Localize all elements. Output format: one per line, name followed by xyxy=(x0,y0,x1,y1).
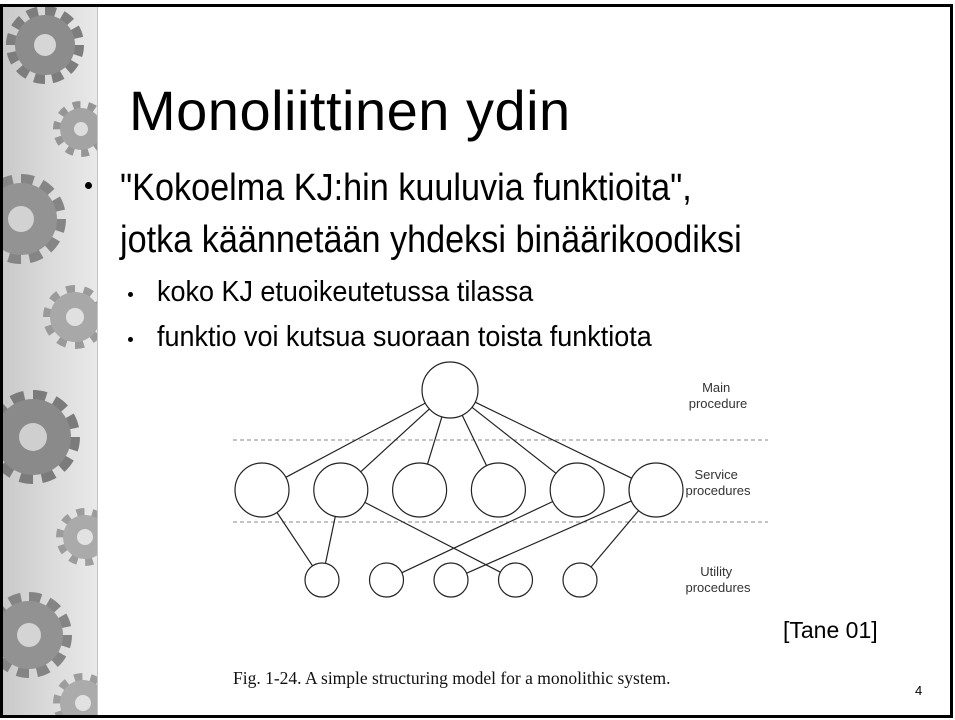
gear-decoration xyxy=(3,7,98,715)
main-to-service-edge xyxy=(360,408,430,473)
service-procedure-node xyxy=(392,462,448,518)
gear-icon xyxy=(53,101,97,157)
utility-procedure-node xyxy=(497,562,534,598)
page-number: 4 xyxy=(915,683,923,698)
gear-icon xyxy=(43,285,97,349)
sub-bullet-icon xyxy=(128,337,133,342)
gear-icon xyxy=(3,592,72,678)
sub-bullet-text: koko KJ etuoikeutetussa tilassa xyxy=(157,276,534,308)
level-label-service: Service procedures xyxy=(685,467,751,498)
utility-procedure-node xyxy=(304,562,340,598)
main-to-service-edge xyxy=(461,414,488,466)
sub-bullet-text: funktio voi kutsua suoraan toista funkti… xyxy=(157,321,652,353)
gear-icon xyxy=(53,673,97,715)
level-label-line: Main xyxy=(702,380,730,395)
level-label-line: procedure xyxy=(689,396,748,411)
monolithic-structure-diagram: Main procedure Service procedures Utilit… xyxy=(233,361,768,598)
citation: [Tane 01] xyxy=(783,617,878,643)
figure-caption: Fig. 1-24. A simple structuring model fo… xyxy=(233,668,671,688)
service-procedure-node xyxy=(470,462,526,518)
level-label-line: procedures xyxy=(685,483,751,498)
bullet-icon xyxy=(85,182,92,189)
gear-icon xyxy=(56,508,97,566)
gear-icon xyxy=(6,7,84,84)
service-to-utility-edge xyxy=(324,516,336,564)
utility-procedure-node xyxy=(368,562,405,598)
service-to-utility-edge xyxy=(590,510,640,568)
gear-pattern xyxy=(3,7,97,715)
main-procedure-node xyxy=(421,361,479,419)
service-procedure-node xyxy=(234,462,290,518)
diagram-graph xyxy=(233,361,768,598)
service-to-utility-edge xyxy=(401,500,554,574)
service-to-utility-edge xyxy=(364,501,501,573)
main-to-service-edge xyxy=(471,406,557,474)
gear-icon xyxy=(3,390,80,484)
main-to-service-edge xyxy=(426,416,443,465)
utility-procedure-node xyxy=(562,562,598,598)
gear-icon xyxy=(3,174,66,264)
sub-bullet-icon xyxy=(128,292,133,297)
service-to-utility-edge xyxy=(276,512,314,567)
service-procedure-node xyxy=(628,462,684,518)
service-procedure-node xyxy=(313,462,369,518)
level-label-line: Utility xyxy=(700,564,732,579)
level-label-main: Main procedure xyxy=(689,380,748,411)
bullet-text-line: "Kokoelma KJ:hin kuuluvia funktioita", xyxy=(120,167,692,209)
utility-procedure-node xyxy=(433,562,469,598)
level-label-line: procedures xyxy=(685,580,751,595)
main-to-service-edge xyxy=(285,402,426,478)
service-procedure-node xyxy=(549,462,605,518)
main-to-service-edge xyxy=(474,401,632,479)
service-to-utility-edge xyxy=(466,500,632,574)
level-label-line: Service xyxy=(695,467,738,482)
slide-title: Monoliittinen ydin xyxy=(129,79,571,142)
level-label-utility: Utility procedures xyxy=(685,564,751,595)
bullet-text-line: jotka käännetään yhdeksi binäärikoodiksi xyxy=(120,219,742,261)
level-labels: Main procedure Service procedures Utilit… xyxy=(685,380,751,595)
